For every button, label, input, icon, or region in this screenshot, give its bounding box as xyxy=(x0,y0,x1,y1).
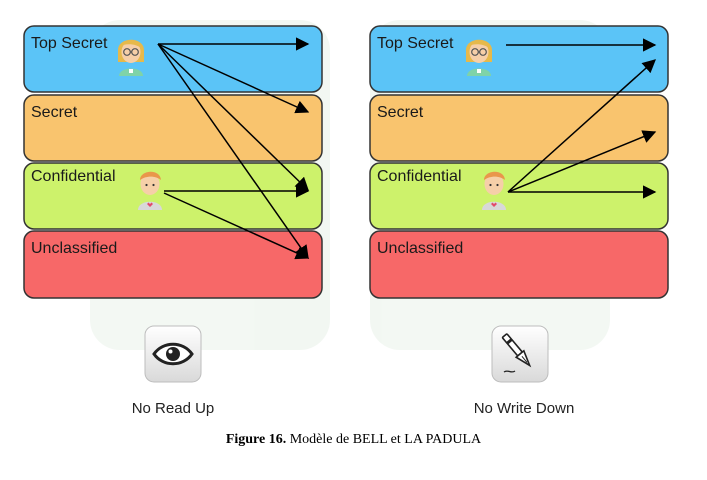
left-arrow-ts-to-unclassified xyxy=(157,43,309,260)
man-avatar-icon xyxy=(138,171,162,210)
right-arrow-conf-to-ts xyxy=(507,59,657,193)
woman-with-glasses-avatar-icon xyxy=(117,39,145,76)
right-level-top-secret xyxy=(369,25,669,93)
man-avatar-icon xyxy=(482,171,506,210)
right-panel: Top Secret Secret Confidential Unclassif… xyxy=(369,25,669,299)
fountain-pen-icon xyxy=(491,325,549,383)
right-label-top-secret: Top Secret xyxy=(377,35,454,52)
figure-caption-text: Modèle de BELL et LA PADULA xyxy=(289,432,482,447)
right-level-unclassified xyxy=(369,230,669,299)
left-arrow-conf-to-unclassified xyxy=(163,192,310,260)
right-arrow-conf-to-secret xyxy=(507,130,657,193)
left-level-unclassified xyxy=(23,230,323,299)
left-arrow-ts-to-secret xyxy=(157,43,310,114)
left-arrow-ts-to-confidential xyxy=(157,43,309,191)
eye-icon xyxy=(144,325,202,383)
right-level-confidential xyxy=(369,162,669,230)
left-label-confidential: Confidential xyxy=(31,168,116,185)
right-level-secret xyxy=(369,94,669,162)
left-caption: No Read Up xyxy=(132,400,215,417)
left-label-secret: Secret xyxy=(31,104,78,121)
left-label-top-secret: Top Secret xyxy=(31,35,108,52)
left-panel: Top Secret Secret Confidential Unclassif… xyxy=(23,25,323,299)
figure-caption: Figure 16. Modèle de BELL et LA PADULA xyxy=(0,432,707,448)
right-label-confidential: Confidential xyxy=(377,168,462,185)
right-caption: No Write Down xyxy=(474,400,575,417)
woman-with-glasses-avatar-icon xyxy=(465,39,493,76)
figure-number: Figure 16. xyxy=(225,432,287,447)
left-level-confidential xyxy=(23,162,323,230)
left-level-secret xyxy=(23,94,323,162)
right-label-unclassified: Unclassified xyxy=(377,240,463,257)
left-label-unclassified: Unclassified xyxy=(31,240,117,257)
right-label-secret: Secret xyxy=(377,104,424,121)
